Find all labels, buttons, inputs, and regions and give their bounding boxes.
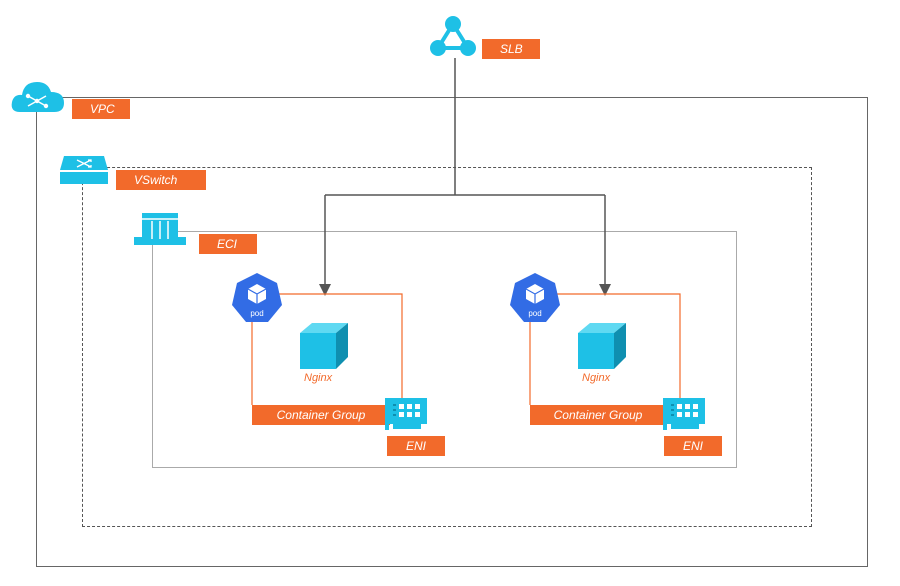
container-group-label: Container Group [252, 405, 390, 425]
pod-label: pod [528, 309, 541, 318]
eci-icon [134, 213, 186, 245]
vswitch-icon [60, 156, 108, 184]
pod-icon: pod [232, 273, 282, 322]
pod-icon: pod [510, 273, 560, 322]
nginx-label: Nginx [304, 372, 333, 384]
slb-icon [430, 16, 476, 56]
eni-label: ENI [387, 436, 445, 456]
vswitch-boundary [82, 167, 812, 527]
slb-label: SLB [482, 39, 540, 59]
vswitch-label: VSwitch [116, 170, 206, 190]
eni-label: ENI [664, 436, 722, 456]
container-group-label: Container Group [530, 405, 666, 425]
nginx-cube-icon [578, 323, 626, 369]
eni-card-icon [663, 398, 705, 430]
pod-label: pod [250, 309, 263, 318]
vpc-boundary [36, 97, 868, 567]
nginx-cube-icon [300, 323, 348, 369]
nginx-label: Nginx [582, 372, 611, 384]
container-group-outline-2 [529, 293, 681, 405]
eci-boundary [152, 231, 737, 468]
vpc-cloud-icon [11, 82, 64, 112]
eci-label: ECI [199, 234, 257, 254]
eni-card-icon [385, 398, 427, 430]
vpc-label: VPC [72, 99, 130, 119]
